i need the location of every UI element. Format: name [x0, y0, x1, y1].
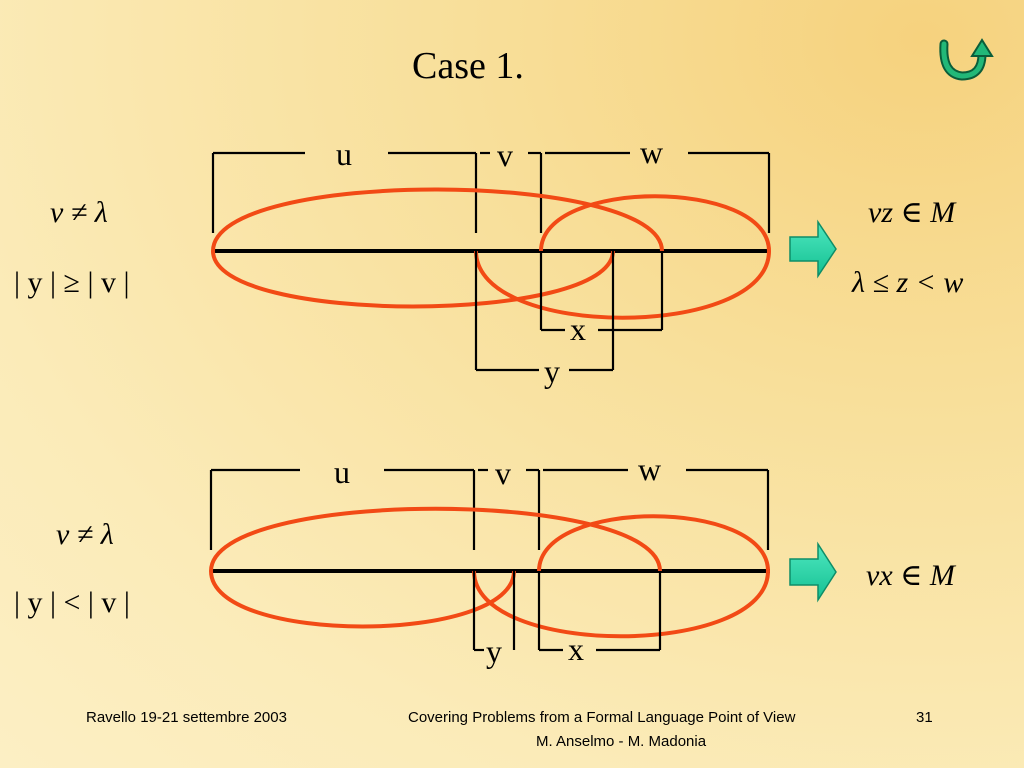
footer-title: Covering Problems from a Formal Language…: [408, 709, 796, 726]
ellipse-large-lower: [211, 250, 615, 309]
result-z-bounds: λ ≤ z < w: [851, 266, 963, 299]
ellipse-large-lower: [209, 570, 516, 629]
ellipse-large-upper: [209, 506, 662, 572]
condition-length: | y | ≥ | v |: [14, 266, 130, 299]
result-vz-in-M: vz ∈ M: [868, 196, 957, 229]
ellipse-right-lower: [474, 250, 771, 320]
bracket-w: [545, 151, 771, 233]
label-y: y: [544, 353, 560, 389]
footer-left: Ravello 19-21 settembre 2003: [86, 709, 287, 726]
implies-arrow-icon: [789, 219, 837, 279]
bracket-x: [537, 571, 662, 652]
bracket-v: [478, 468, 541, 550]
label-w: w: [640, 134, 663, 170]
bracket-w: [543, 468, 770, 550]
footer-authors: M. Anselmo - M. Madonia: [536, 733, 707, 750]
label-u: u: [334, 454, 350, 490]
case-top-diagram: u v w x y v ≠ λ | y | ≥ | v | vz ∈ M λ ≤…: [14, 134, 963, 389]
bracket-x: [539, 251, 664, 332]
condition-length: | y | < | v |: [14, 586, 130, 619]
ellipse-right-lower: [472, 570, 770, 639]
case-bottom-diagram: u v w y x v ≠ λ | y | < | v | vx ∈ M: [14, 451, 957, 669]
bracket-v: [480, 151, 543, 233]
page-number: 31: [916, 709, 933, 726]
return-arrow-icon[interactable]: [936, 38, 996, 82]
ellipse-right-upper: [539, 194, 771, 252]
bracket-y: [474, 251, 615, 372]
ellipse-right-upper: [537, 514, 770, 572]
label-u: u: [336, 136, 352, 172]
bracket-y: [472, 571, 516, 652]
label-x: x: [570, 311, 586, 347]
slide-title: Case 1.: [412, 45, 524, 87]
condition-v-neq-lambda: v ≠ λ: [56, 518, 114, 551]
label-y: y: [486, 633, 502, 669]
ellipse-large-upper: [211, 187, 664, 252]
implies-arrow-icon: [789, 541, 837, 603]
label-x: x: [568, 631, 584, 667]
label-v: v: [497, 137, 513, 173]
label-w: w: [638, 451, 661, 487]
condition-v-neq-lambda: v ≠ λ: [50, 196, 108, 229]
result-vx-in-M: vx ∈ M: [866, 559, 957, 592]
bracket-u: [211, 151, 478, 233]
label-v: v: [495, 455, 511, 491]
